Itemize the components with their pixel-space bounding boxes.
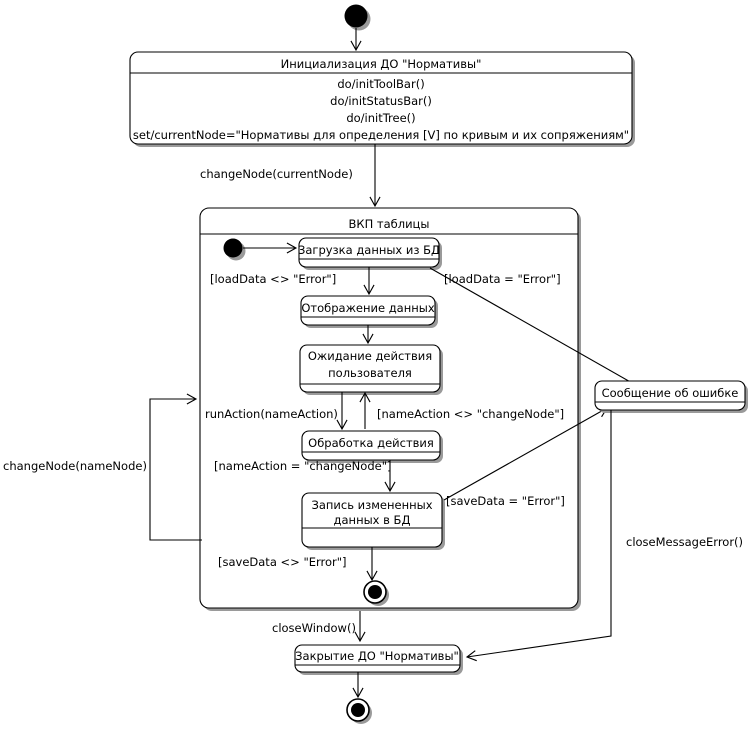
state-init-do-action-3: set/currentNode="Нормативы для определен… <box>133 128 629 142</box>
state-show-data-label: Отображение данных <box>301 301 435 315</box>
transition-load-to-error <box>429 267 649 393</box>
initial-state-node <box>344 4 371 31</box>
state-error-message-label: Сообщение об ошибке <box>602 386 739 400</box>
state-close-do: Закрытие ДО "Нормативы" <box>294 644 463 675</box>
state-init-do-action-0: do/initToolBar() <box>337 77 424 91</box>
state-process-action-label: Обработка действия <box>308 436 434 450</box>
state-load-data: Загрузка данных из БД <box>298 237 442 270</box>
guard-label-name-action-other: [nameAction <> "changeNode"] <box>377 407 564 421</box>
state-save-data-line1: Запись измененных <box>311 498 432 512</box>
state-process-action: Обработка действия <box>301 430 443 463</box>
guard-label-name-action-change: [nameAction = "changeNode"] <box>214 459 391 473</box>
composite-state-vkp: ВКП таблицы <box>199 207 581 611</box>
transition-error-to-close <box>465 410 612 662</box>
state-wait-user-line1: Ожидание действия <box>308 349 432 363</box>
state-init-do-title: Инициализация ДО "Нормативы" <box>281 57 482 71</box>
transition-save-to-error <box>443 407 608 501</box>
transition-change-node-loop <box>149 393 202 541</box>
guard-label-save-ok: [saveData <> "Error"] <box>218 555 347 569</box>
state-init-do-action-2: do/initTree() <box>346 111 415 125</box>
state-close-do-label: Закрытие ДО "Нормативы" <box>295 649 459 663</box>
state-save-data: Запись измененных данных в БД <box>301 492 445 550</box>
guard-label-load-error: [loadData = "Error"] <box>444 272 561 286</box>
state-wait-user: Ожидание действия пользователя <box>299 344 443 395</box>
guard-label-save-error: [saveData = "Error"] <box>446 494 565 508</box>
final-state-node <box>346 698 372 724</box>
transition-label-close-window: closeWindow() <box>272 621 356 635</box>
transition-label-close-message-error: closeMessageError() <box>626 535 743 549</box>
transition-label-change-node-current: changeNode(currentNode) <box>200 167 353 181</box>
inner-initial-state-node <box>223 238 246 261</box>
state-init-do: Инициализация ДО "Нормативы" do/initTool… <box>129 51 635 147</box>
inner-final-state-node <box>363 580 389 606</box>
transition-label-change-node-name: changeNode(nameNode) <box>3 459 147 473</box>
state-wait-user-line2: пользователя <box>328 366 412 380</box>
composite-state-title: ВКП таблицы <box>349 217 430 231</box>
state-error-message: Сообщение об ошибке <box>594 380 748 413</box>
guard-label-load-ok: [loadData <> "Error"] <box>210 272 336 286</box>
state-init-do-action-1: do/initStatusBar() <box>330 94 432 108</box>
state-show-data: Отображение данных <box>300 295 438 328</box>
transition-label-run-action: runAction(nameAction) <box>205 407 338 421</box>
state-save-data-line2: данных в БД <box>334 513 411 527</box>
state-load-data-label: Загрузка данных из БД <box>298 243 440 257</box>
